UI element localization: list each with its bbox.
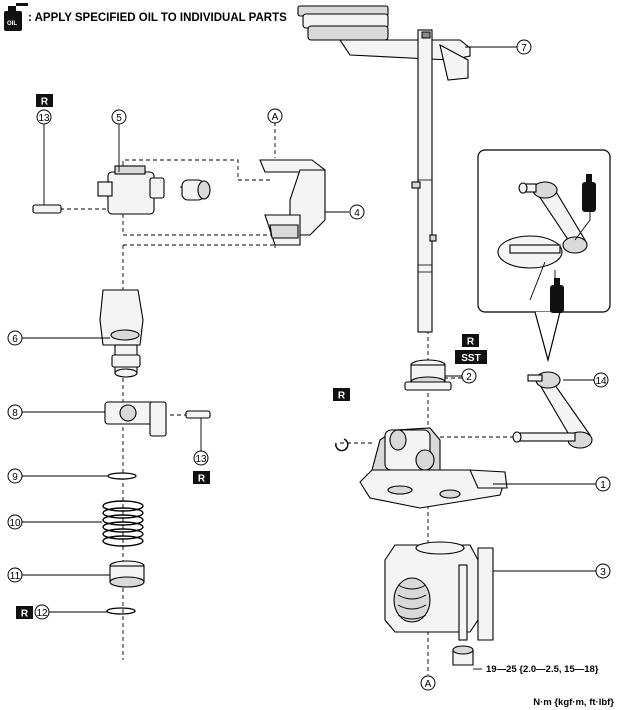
spring-part-10 xyxy=(102,500,144,547)
svg-text:12: 12 xyxy=(36,608,48,619)
lever-bracket-part-1 xyxy=(335,427,508,509)
callout-6: 6 xyxy=(7,330,23,346)
oil-detail-box xyxy=(477,149,611,363)
replace-badge: R xyxy=(462,334,479,348)
bolt xyxy=(452,564,474,666)
ref-a-bottom-label: A xyxy=(425,679,432,690)
callout-8: 8 xyxy=(7,404,23,420)
callout-7: 7 xyxy=(516,39,532,55)
ref-a-top-label: A xyxy=(272,112,279,123)
svg-text:13: 13 xyxy=(195,454,207,465)
seat-part-11 xyxy=(109,560,145,588)
lever-part-6 xyxy=(99,289,144,378)
svg-text:10: 10 xyxy=(9,518,21,529)
svg-text:9: 9 xyxy=(12,472,18,483)
link-part-14 xyxy=(512,371,593,449)
callout-14: 14 xyxy=(593,372,609,388)
svg-text:R: R xyxy=(21,609,29,620)
legend: OIL : APPLY SPECIFIED OIL TO INDIVIDUAL … xyxy=(4,3,287,31)
callout-5: 5 xyxy=(111,109,127,125)
actuator-part-5 xyxy=(97,165,211,215)
callout-2: 2 xyxy=(461,368,477,384)
leader-lines xyxy=(22,46,596,670)
svg-text:7: 7 xyxy=(521,43,527,54)
callout-13-bottom: 13 xyxy=(193,450,209,466)
callout-3: 3 xyxy=(595,563,611,579)
washer-part-9 xyxy=(107,472,137,480)
svg-text:4: 4 xyxy=(354,208,360,219)
svg-text:2: 2 xyxy=(466,372,472,383)
ref-point-a-bottom: A xyxy=(420,675,436,691)
oil-bottle-icon xyxy=(550,278,564,313)
svg-text:5: 5 xyxy=(116,113,122,124)
callout-9: 9 xyxy=(7,468,23,484)
guide-part-8 xyxy=(104,401,211,437)
callout-10: 10 xyxy=(7,514,23,530)
replace-badge: R xyxy=(333,388,350,402)
cover-part-3 xyxy=(384,541,494,641)
svg-text:8: 8 xyxy=(12,408,18,419)
svg-text:SST: SST xyxy=(461,353,480,364)
callout-4: 4 xyxy=(349,204,365,220)
bush-part-2 xyxy=(404,359,452,391)
svg-text:11: 11 xyxy=(10,571,21,582)
oil-can-icon: OIL xyxy=(4,3,28,31)
torque-spec: 19—25 {2.0—2.5, 15—18} xyxy=(486,664,599,675)
callout-13-top: 13 xyxy=(36,109,52,125)
replace-badge: R xyxy=(36,94,53,108)
sst-badge: SST xyxy=(455,350,487,364)
pin-part-13-top xyxy=(32,204,62,214)
clip-part-12 xyxy=(106,607,136,615)
ref-point-a-top: A xyxy=(267,108,283,124)
svg-text:6: 6 xyxy=(12,334,18,345)
svg-text:R: R xyxy=(467,337,475,348)
callout-1: 1 xyxy=(595,476,611,492)
svg-text:R: R xyxy=(198,474,206,485)
legend-text: : APPLY SPECIFIED OIL TO INDIVIDUAL PART… xyxy=(28,12,287,24)
svg-text:3: 3 xyxy=(600,567,606,578)
svg-text:1: 1 xyxy=(600,480,606,491)
callout-12: 12 xyxy=(34,604,50,620)
svg-text:13: 13 xyxy=(38,113,50,124)
replace-badge: R xyxy=(193,471,210,485)
oil-bottle-icon xyxy=(582,174,596,212)
svg-text:R: R xyxy=(41,97,49,108)
shift-lever-rod xyxy=(297,5,471,333)
units-note: N·m {kgf·m, ft·lbf} xyxy=(533,697,614,708)
oil-can-icon-label: OIL xyxy=(7,21,17,27)
bracket-part-4 xyxy=(259,159,326,246)
callout-11: 11 xyxy=(7,567,23,583)
replace-badge: R xyxy=(16,606,33,620)
svg-text:R: R xyxy=(338,391,346,402)
svg-text:14: 14 xyxy=(595,376,607,387)
